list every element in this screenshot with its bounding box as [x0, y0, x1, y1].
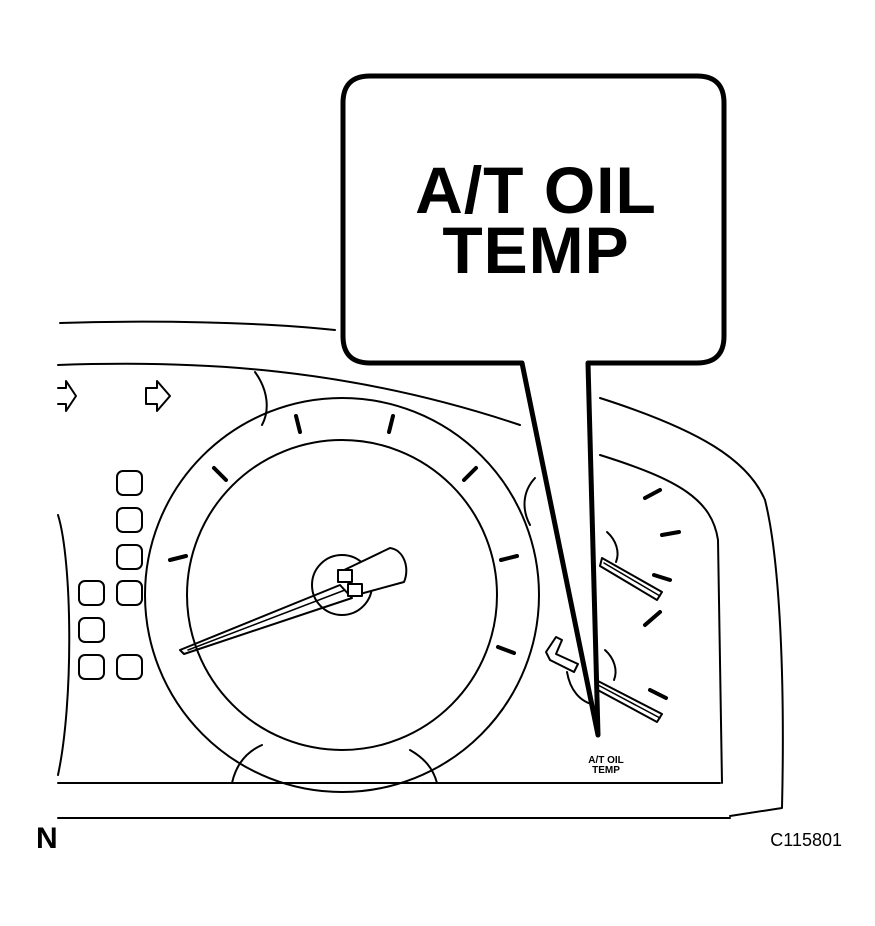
- main-gauge-pod-bottom-right: [409, 749, 438, 784]
- cluster-left-arc: [57, 514, 71, 776]
- main-gauge-ticks: [168, 414, 519, 655]
- main-gauge-pod-left: [254, 371, 268, 426]
- sub-gauge-pod-arc: [523, 477, 536, 526]
- main-gauge-outer-ring: [144, 397, 540, 793]
- upper-sub-gauge-ticks: [643, 488, 681, 582]
- indicator-lamp: [116, 470, 143, 496]
- cluster-hood-outline: [59, 320, 336, 331]
- gauge-label-line2: TEMP: [592, 765, 620, 776]
- callout-title-line2: TEMP: [442, 213, 630, 287]
- main-gauge-needle: [179, 547, 408, 655]
- indicator-lamp: [116, 580, 143, 606]
- callout-bubble: [340, 73, 727, 738]
- indicator-lamp: [78, 654, 105, 680]
- main-gauge-pod-bottom-left: [231, 744, 263, 784]
- figure-id: C115801: [770, 830, 842, 850]
- gauge-label: A/T OIL TEMP: [566, 756, 646, 776]
- indicator-lamp: [78, 580, 105, 606]
- callout-title: A/T OIL TEMP: [350, 153, 722, 287]
- cluster-hood-right-outline: [599, 397, 784, 817]
- indicator-lamp: [78, 617, 105, 643]
- upper-sub-gauge-needle: [599, 531, 663, 601]
- turn-right-arrow-icon: [145, 380, 171, 412]
- indicator-lamp: [116, 544, 143, 570]
- corner-letter: N: [36, 822, 58, 855]
- lower-sub-gauge-needle: [593, 649, 663, 723]
- lower-gauge-bracket: [545, 636, 579, 673]
- turn-left-arrow-icon: [57, 380, 77, 412]
- cluster-bezel-right: [599, 454, 723, 784]
- lower-sub-gauge-ticks: [643, 610, 668, 700]
- cluster-bezel-top: [57, 362, 521, 426]
- main-gauge-dial: [186, 439, 498, 751]
- indicator-lamp: [116, 507, 143, 533]
- indicator-lamp: [116, 654, 143, 680]
- callout-title-line1: A/T OIL: [415, 153, 657, 227]
- gauge-label-line1: A/T OIL: [588, 755, 624, 766]
